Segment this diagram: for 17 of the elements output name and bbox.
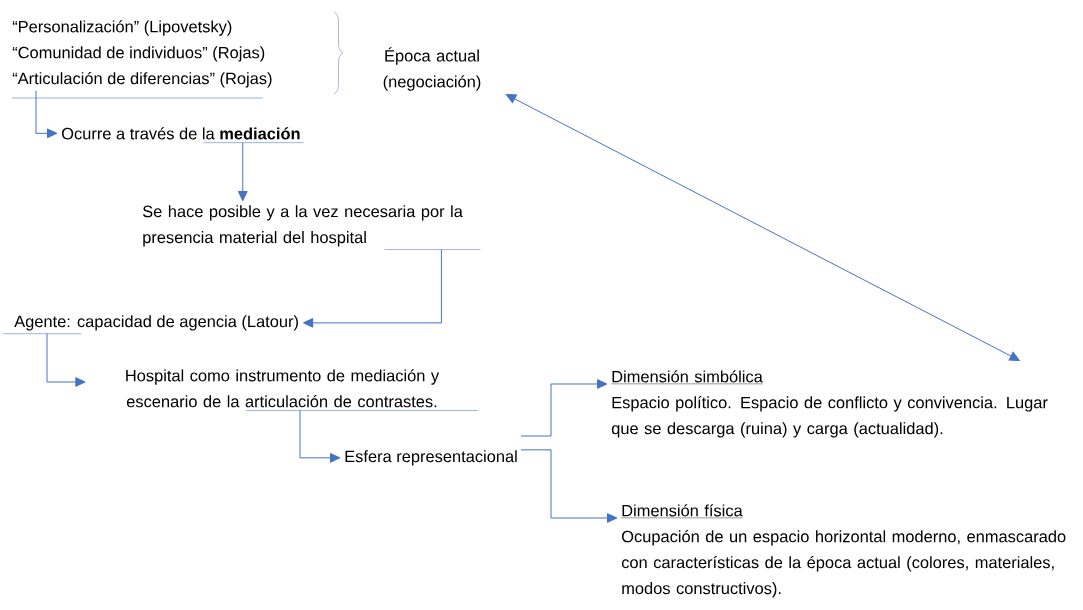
arrow bbox=[237, 142, 248, 202]
text-label: Se hace posible y a la vez necesaria por la presencia material del hospital bbox=[142, 205, 463, 247]
arrow bbox=[299, 410, 341, 463]
arrow bbox=[520, 379, 608, 437]
arrow bbox=[46, 333, 86, 387]
text-label: Hospital como instrumento de mediación y escenario de la articulación de contrastes. bbox=[126, 369, 440, 408]
arrow bbox=[35, 90, 58, 139]
text-label: Agente: capacidad de agencia (Latour) bbox=[14, 315, 298, 331]
arrow bbox=[302, 249, 442, 328]
text-label: Ocurre a través de la mediación bbox=[62, 127, 300, 140]
text-label: Época actual (negociación) bbox=[383, 47, 481, 91]
text-label: Esfera representacional bbox=[345, 450, 517, 466]
text-label: “Personalización” (Lipovetsky) “Comunidad de individuos” (Rojas) “Articulación de diferencias” (Rojas) bbox=[12, 20, 272, 88]
text-block: Dimensión simbólica Espacio político. Espacio de conflicto y convivencia. Lugar que se descarga (ruina) y carga (actualidad). bbox=[611, 370, 1048, 438]
text-block: Dimensión física Ocupación de un espacio horizontal moderno, enmascarado con características de la época actual (colores, materiales, modos constructivos). bbox=[621, 504, 1066, 598]
arrow bbox=[505, 94, 1020, 361]
arrow bbox=[520, 449, 618, 523]
